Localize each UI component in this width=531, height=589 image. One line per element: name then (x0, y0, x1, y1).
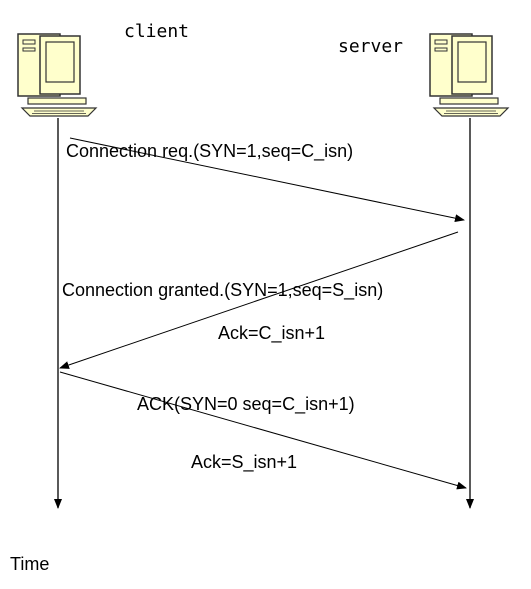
client-computer-icon (17, 33, 98, 117)
time-axis-label: Time (10, 554, 50, 574)
syn-ack-message-label: Connection granted.(SYN=1,seq=S_isn) (62, 280, 384, 300)
ack-arrow (59, 371, 467, 490)
syn-ack-ack-label: Ack=C_isn+1 (218, 323, 326, 343)
syn-arrow (69, 137, 465, 223)
server-computer-icon (429, 33, 510, 117)
ack-message-label: ACK(SYN=0 seq=C_isn+1) (137, 394, 355, 414)
client-label: client (124, 21, 190, 42)
ack-ack-label: Ack=S_isn+1 (191, 452, 298, 472)
syn-message-label: Connection req.(SYN=1,seq=C_isn) (66, 141, 354, 161)
server-label: server (338, 36, 404, 57)
syn-ack-arrow (59, 231, 459, 369)
